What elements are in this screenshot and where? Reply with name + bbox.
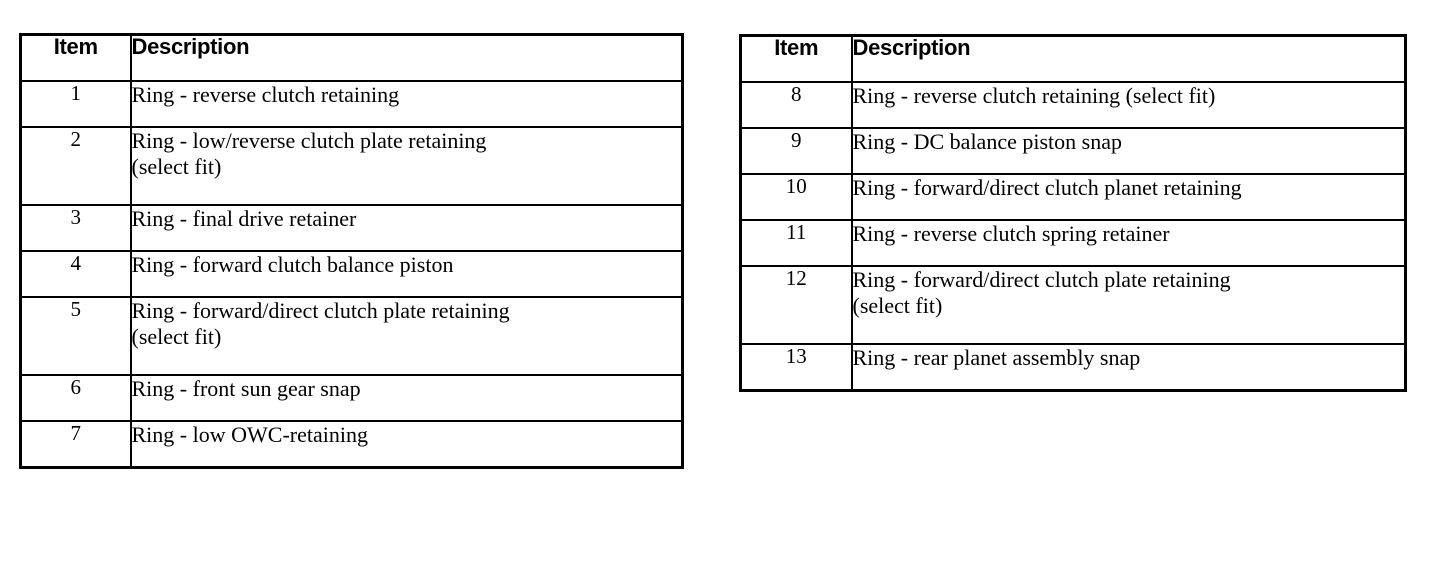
cell-item-number: 7: [19, 420, 132, 469]
cell-item-number: 4: [19, 250, 132, 298]
cell-item-description: Ring - forward clutch balance piston: [129, 250, 684, 298]
column-header-item: Item: [739, 34, 853, 83]
cell-item-description: Ring - front sun gear snap: [129, 374, 684, 422]
table-row: 12 Ring - forward/direct clutch plate re…: [739, 265, 1407, 345]
table-row: 3 Ring - final drive retainer: [19, 204, 684, 252]
cell-item-description: Ring - low OWC-retaining: [129, 420, 684, 469]
cell-item-description: Ring - forward/direct clutch plate retai…: [129, 296, 684, 376]
table-row: 4 Ring - forward clutch balance piston: [19, 250, 684, 298]
column-header-description: Description: [850, 34, 1407, 83]
cell-item-description: Ring - rear planet assembly snap: [850, 343, 1407, 392]
cell-item-description: Ring - final drive retainer: [129, 204, 684, 252]
column-header-item: Item: [19, 33, 132, 82]
cell-item-description: Ring - reverse clutch spring retainer: [850, 219, 1407, 267]
cell-item-number: 2: [19, 126, 132, 206]
cell-item-description: Ring - forward/direct clutch planet reta…: [850, 173, 1407, 221]
cell-item-number: 12: [739, 265, 853, 345]
cell-item-number: 6: [19, 374, 132, 422]
cell-item-number: 10: [739, 173, 853, 221]
table-left-body: 1 Ring - reverse clutch retaining 2 Ring…: [19, 80, 684, 469]
table-row: 7 Ring - low OWC-retaining: [19, 420, 684, 469]
table-row: 1 Ring - reverse clutch retaining: [19, 80, 684, 128]
table-row: 13 Ring - rear planet assembly snap: [739, 343, 1407, 392]
table-row: 9 Ring - DC balance piston snap: [739, 127, 1407, 175]
table-row: 2 Ring - low/reverse clutch plate retain…: [19, 126, 684, 206]
cell-item-number: 8: [739, 81, 853, 129]
table-header-row: Item Description: [739, 34, 1407, 83]
cell-item-description: Ring - low/reverse clutch plate retainin…: [129, 126, 684, 206]
table-right-header: Item Description: [739, 34, 1407, 83]
parts-table-left: Item Description 1 Ring - reverse clutch…: [19, 33, 684, 469]
cell-item-description: Ring - DC balance piston snap: [850, 127, 1407, 175]
table-row: 11 Ring - reverse clutch spring retainer: [739, 219, 1407, 267]
column-header-description: Description: [129, 33, 684, 82]
cell-item-number: 13: [739, 343, 853, 392]
cell-item-number: 5: [19, 296, 132, 376]
table-row: 8 Ring - reverse clutch retaining (selec…: [739, 81, 1407, 129]
table-header-row: Item Description: [19, 33, 684, 82]
cell-item-number: 3: [19, 204, 132, 252]
table-right-body: 8 Ring - reverse clutch retaining (selec…: [739, 81, 1407, 392]
cell-item-number: 9: [739, 127, 853, 175]
parts-table-right: Item Description 8 Ring - reverse clutch…: [739, 34, 1407, 392]
cell-item-description: Ring - reverse clutch retaining: [129, 80, 684, 128]
cell-item-description: Ring - reverse clutch retaining (select …: [850, 81, 1407, 129]
table-row: 6 Ring - front sun gear snap: [19, 374, 684, 422]
cell-item-description: Ring - forward/direct clutch plate retai…: [850, 265, 1407, 345]
cell-item-number: 1: [19, 80, 132, 128]
table-row: 10 Ring - forward/direct clutch planet r…: [739, 173, 1407, 221]
cell-item-number: 11: [739, 219, 853, 267]
table-row: 5 Ring - forward/direct clutch plate ret…: [19, 296, 684, 376]
table-left-header: Item Description: [19, 33, 684, 82]
